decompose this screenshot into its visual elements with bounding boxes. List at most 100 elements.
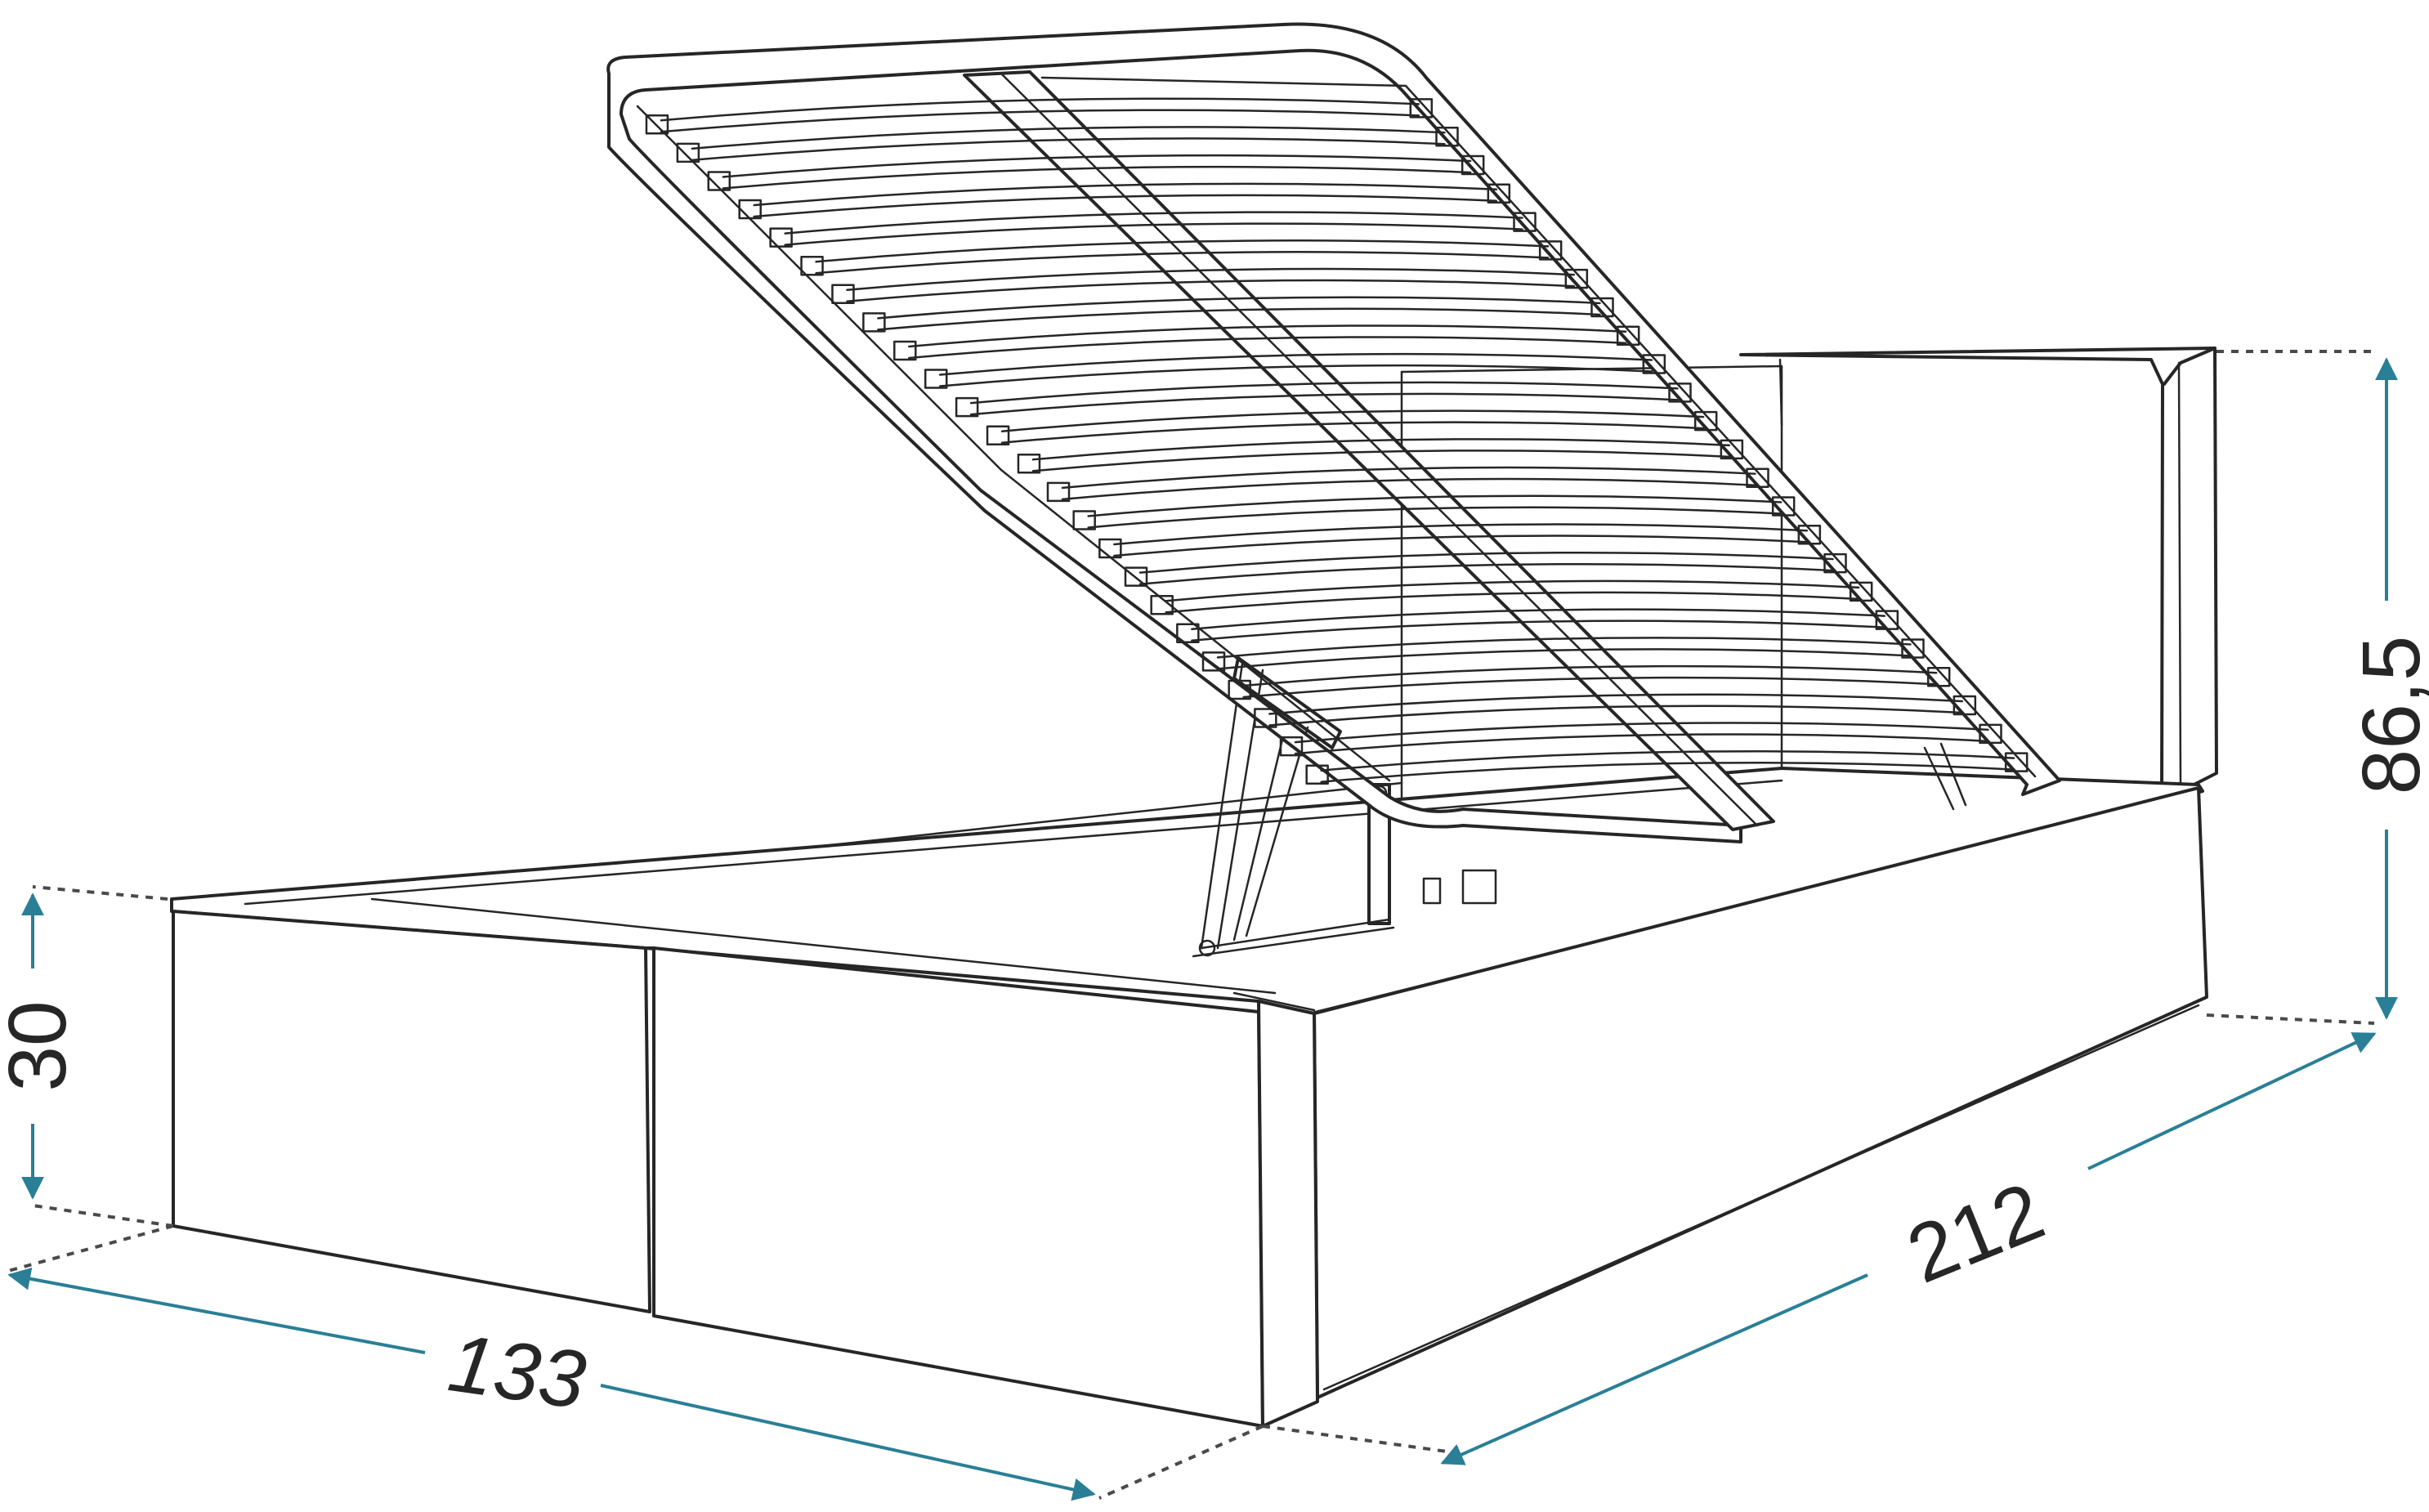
slat <box>1061 466 1756 490</box>
slat-holder <box>1098 538 1122 559</box>
slat-holder <box>1590 297 1614 318</box>
slat <box>753 194 1498 218</box>
slat <box>1268 705 1964 727</box>
slat-holder <box>1720 439 1744 460</box>
slat-holder <box>1435 126 1459 147</box>
slat-holder <box>1538 240 1563 261</box>
label-width: 133 <box>443 1317 591 1426</box>
slat <box>1242 676 1938 699</box>
slat <box>877 307 1601 331</box>
slat-holder <box>1616 325 1640 346</box>
slat-holder <box>1046 481 1071 503</box>
slat-holder <box>1875 610 1899 630</box>
slat-holder <box>1124 566 1148 587</box>
slat <box>1320 761 2015 783</box>
slat <box>722 165 1472 190</box>
slat <box>1138 551 1834 574</box>
slat-holder <box>1150 594 1174 615</box>
slat <box>846 267 1576 292</box>
slat <box>908 324 1627 348</box>
slat-holder <box>1746 467 1769 488</box>
slat <box>660 97 1420 122</box>
slat <box>938 364 1653 387</box>
extension-lines <box>7 350 2375 1500</box>
slat-holder <box>738 199 762 220</box>
slat-holder <box>1693 410 1718 432</box>
slat <box>1061 477 1756 501</box>
slat <box>753 182 1498 207</box>
slat <box>691 137 1446 162</box>
slat-holder <box>676 142 700 163</box>
slats <box>645 97 2029 785</box>
slat <box>815 251 1550 275</box>
slat-holder <box>707 171 731 191</box>
slatted-base <box>606 22 2061 843</box>
slat <box>1165 591 1860 614</box>
slat <box>1191 608 1886 631</box>
slat-holder <box>1461 154 1485 176</box>
slat <box>1165 579 1860 602</box>
slat <box>1138 562 1834 585</box>
lift-mechanism <box>1192 656 1967 958</box>
slat <box>877 296 1601 320</box>
slat <box>660 109 1420 133</box>
label-frame-height: 30 <box>0 1000 83 1091</box>
slat <box>846 279 1576 303</box>
slat <box>784 211 1523 235</box>
slat <box>1031 450 1731 472</box>
slat-holder <box>1513 212 1537 232</box>
slat <box>1242 664 1938 687</box>
slat <box>1031 438 1731 461</box>
slat <box>1294 733 1989 755</box>
slat <box>784 222 1523 246</box>
slat-holder <box>2004 752 2029 772</box>
dimension-width <box>7 1267 1096 1501</box>
slat <box>1320 749 2015 772</box>
slat <box>815 239 1550 263</box>
slat <box>1113 523 1809 546</box>
slat-holder <box>1926 666 1951 687</box>
slat-holder <box>1279 736 1304 757</box>
slat-holder <box>1305 764 1329 785</box>
slat-holder <box>1564 268 1589 289</box>
slat <box>908 336 1627 360</box>
slat-holder <box>1849 581 1873 602</box>
slat-holder <box>1797 525 1822 545</box>
label-length: 212 <box>1895 1165 2056 1300</box>
slat-holder <box>1201 651 1226 672</box>
slat <box>1087 494 1783 517</box>
slat <box>1000 409 1705 432</box>
slat <box>1087 506 1783 529</box>
slat-holder <box>1953 695 1977 716</box>
slat <box>722 154 1472 178</box>
slat-holder <box>893 340 917 361</box>
slat-holder <box>955 396 979 418</box>
slat-holder <box>1176 623 1200 644</box>
label-headboard-height: 86,5 <box>2346 636 2429 795</box>
slat-holder <box>1901 638 1925 659</box>
slat-holder <box>1072 510 1096 530</box>
slat-holder <box>1979 723 2002 745</box>
slat-holder <box>800 255 824 276</box>
slat-holder <box>924 369 948 389</box>
slat-holder <box>1254 708 1277 728</box>
slat <box>1294 722 1989 744</box>
slat <box>1191 620 1886 642</box>
slat <box>938 352 1653 376</box>
slat-holder <box>1017 454 1041 474</box>
slat <box>969 392 1679 416</box>
slat-holder <box>1487 183 1511 204</box>
slat-holder <box>1642 354 1666 374</box>
slat <box>1268 693 1964 715</box>
slat-holder <box>645 114 669 135</box>
slat <box>1216 637 1912 659</box>
slat-holder <box>1409 98 1434 119</box>
slat-holder <box>1823 552 1847 574</box>
slat-holder <box>769 227 793 248</box>
slat <box>691 126 1446 150</box>
slat-holder <box>1228 679 1251 700</box>
slat-holder <box>831 284 855 305</box>
slat-holder <box>986 425 1010 445</box>
slat <box>1216 648 1912 670</box>
